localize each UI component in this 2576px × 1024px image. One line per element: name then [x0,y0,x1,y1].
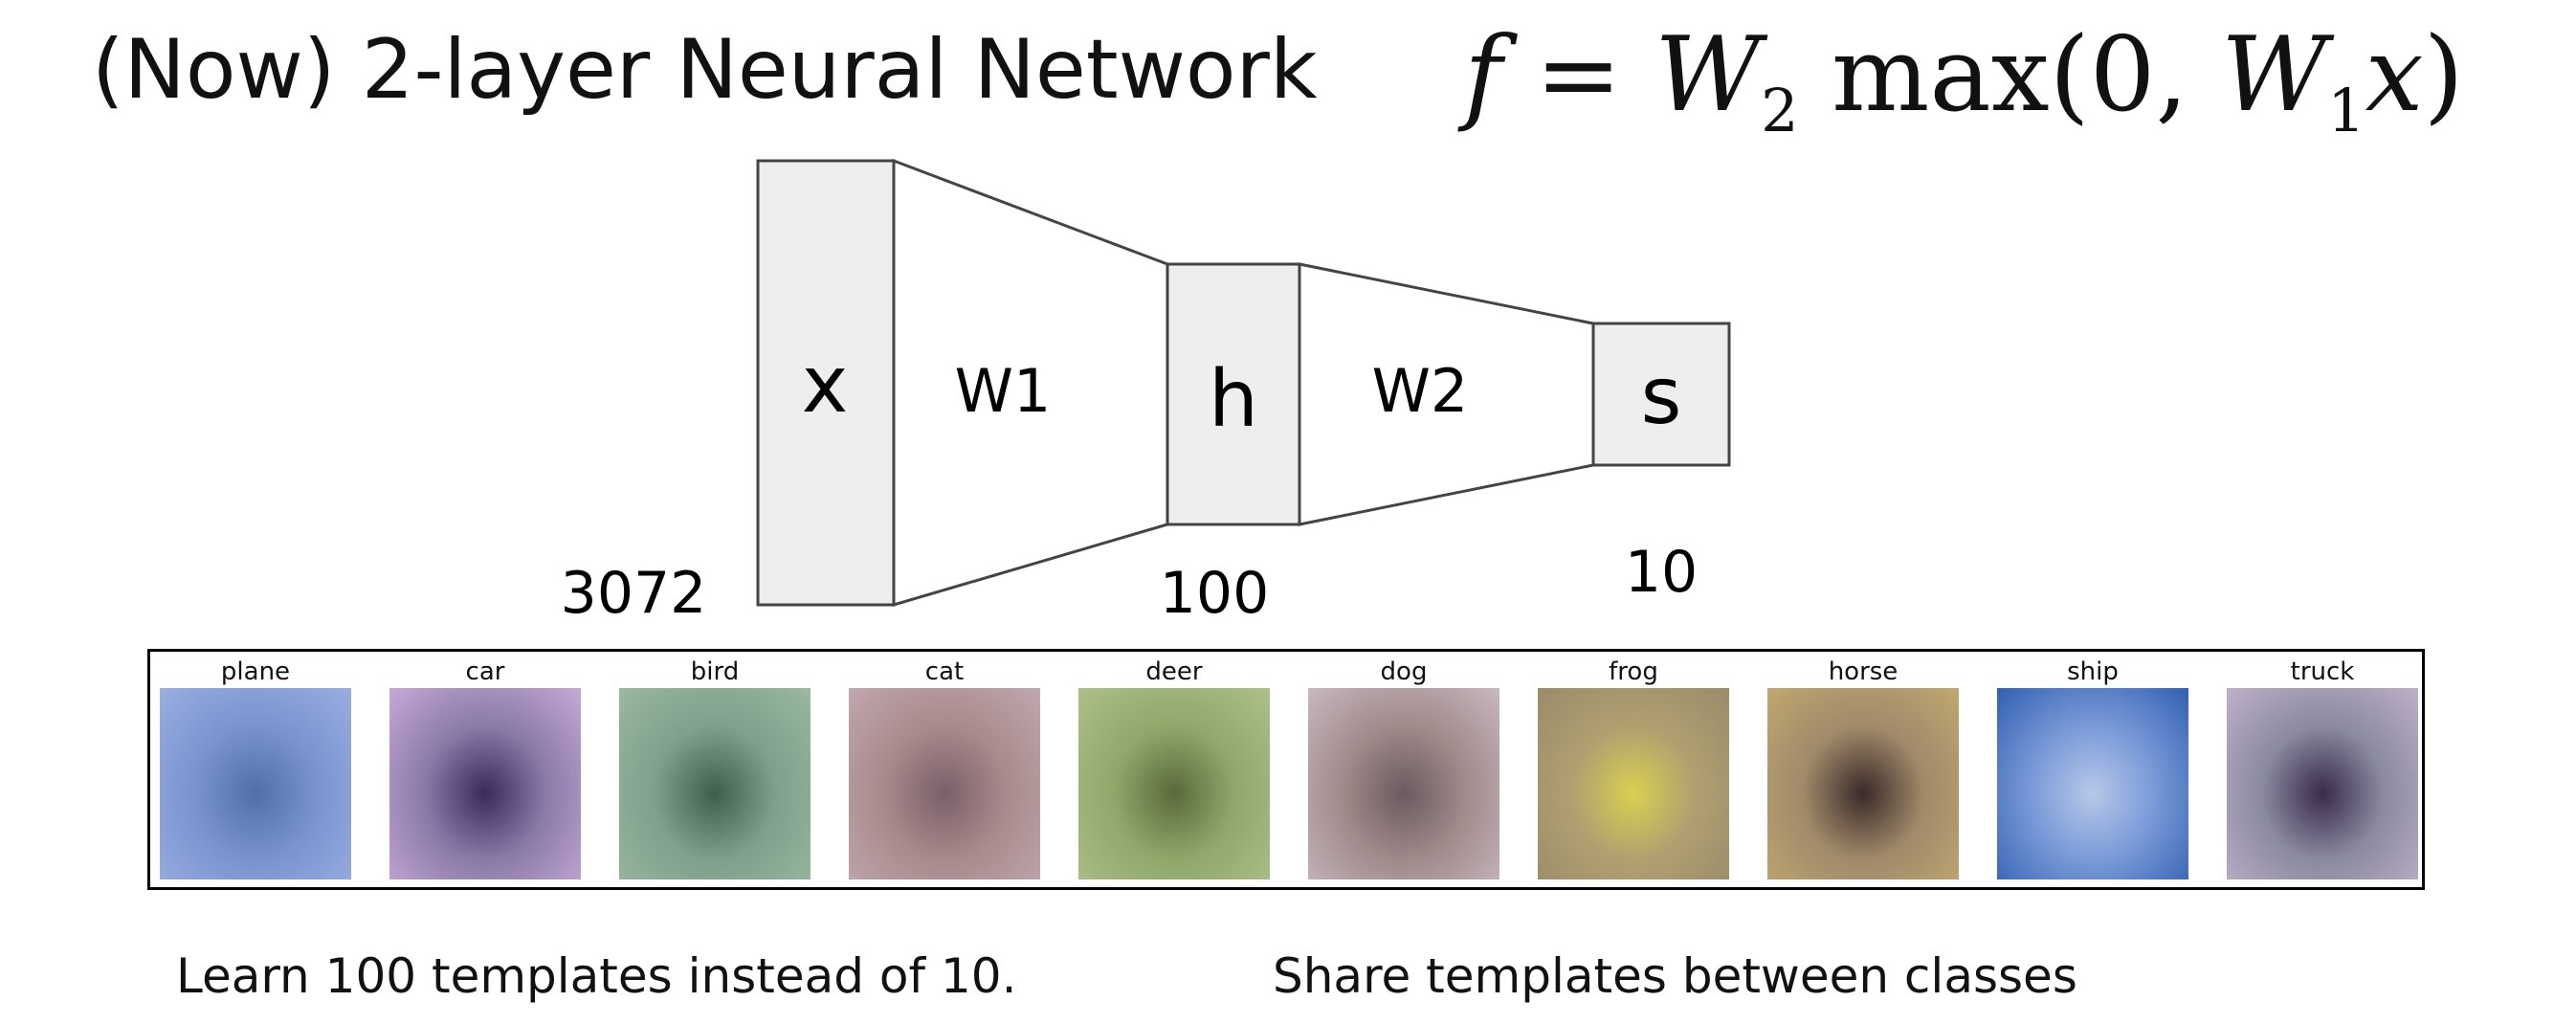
formula-args-open: (0, [2049,15,2222,135]
formula-args-close: ) [2423,15,2464,135]
template-tile: frog [1538,657,1729,879]
formula-w1-subscript: 1 [2327,76,2365,145]
template-image [1078,688,1270,879]
template-image [849,688,1040,879]
template-label: truck [2290,657,2355,686]
template-tile: ship [1997,657,2188,879]
formula-w2-subscript: 2 [1761,76,1799,145]
template-image [160,688,351,879]
template-image [1997,688,2188,879]
w2-label: W2 [1372,356,1469,426]
class-templates-strip: plane car bird cat deer dog frog horse ship truck [147,649,2425,890]
template-image [1538,688,1729,879]
template-label: plane [220,657,291,686]
network-formula: f = W2 max(0, W1x) [1464,4,2464,183]
network-diagram: x h s W1 W2 3072 100 10 [561,158,1731,627]
output-layer-box [1591,322,1731,467]
output-size-label: 10 [1625,539,1698,606]
formula-max: max [1798,15,2050,135]
template-image [619,688,811,879]
template-tile: truck [2227,657,2418,879]
template-label: cat [924,657,965,686]
template-image [2227,688,2418,879]
template-tile: car [389,657,581,879]
formula-w2: W [1654,15,1762,135]
slide-title: (Now) 2-layer Neural Network [92,22,1318,118]
hidden-size-label: 100 [1160,560,1270,627]
formula-f: f [1464,15,1502,135]
template-label: dog [1380,657,1428,686]
formula-x: x [2365,15,2424,135]
template-tile: plane [160,657,351,879]
formula-w1: W [2221,15,2328,135]
template-tile: bird [619,657,811,879]
template-label: deer [1145,657,1203,686]
template-label: frog [1609,657,1658,686]
note-learn-templates: Learn 100 templates instead of 10. [176,948,1017,1004]
hidden-layer-box [1166,262,1301,526]
template-image [1767,688,1959,879]
formula-equals: = [1501,15,1655,135]
template-tile: cat [849,657,1040,879]
template-label: horse [1828,657,1899,686]
template-label: ship [2067,657,2119,686]
w1-label: W1 [955,356,1052,426]
input-layer-label: x [802,340,849,431]
template-label: bird [690,657,740,686]
note-share-templates: Share templates between classes [1273,948,2077,1004]
input-size-label: 3072 [561,560,707,627]
template-label: car [465,657,505,686]
input-layer-box [756,159,896,607]
output-layer-label: s [1641,351,1682,442]
template-image [1308,688,1499,879]
template-tile: dog [1308,657,1499,879]
template-tile: deer [1078,657,1270,879]
template-image [389,688,581,879]
hidden-layer-label: h [1209,354,1258,445]
template-tile: horse [1767,657,1959,879]
